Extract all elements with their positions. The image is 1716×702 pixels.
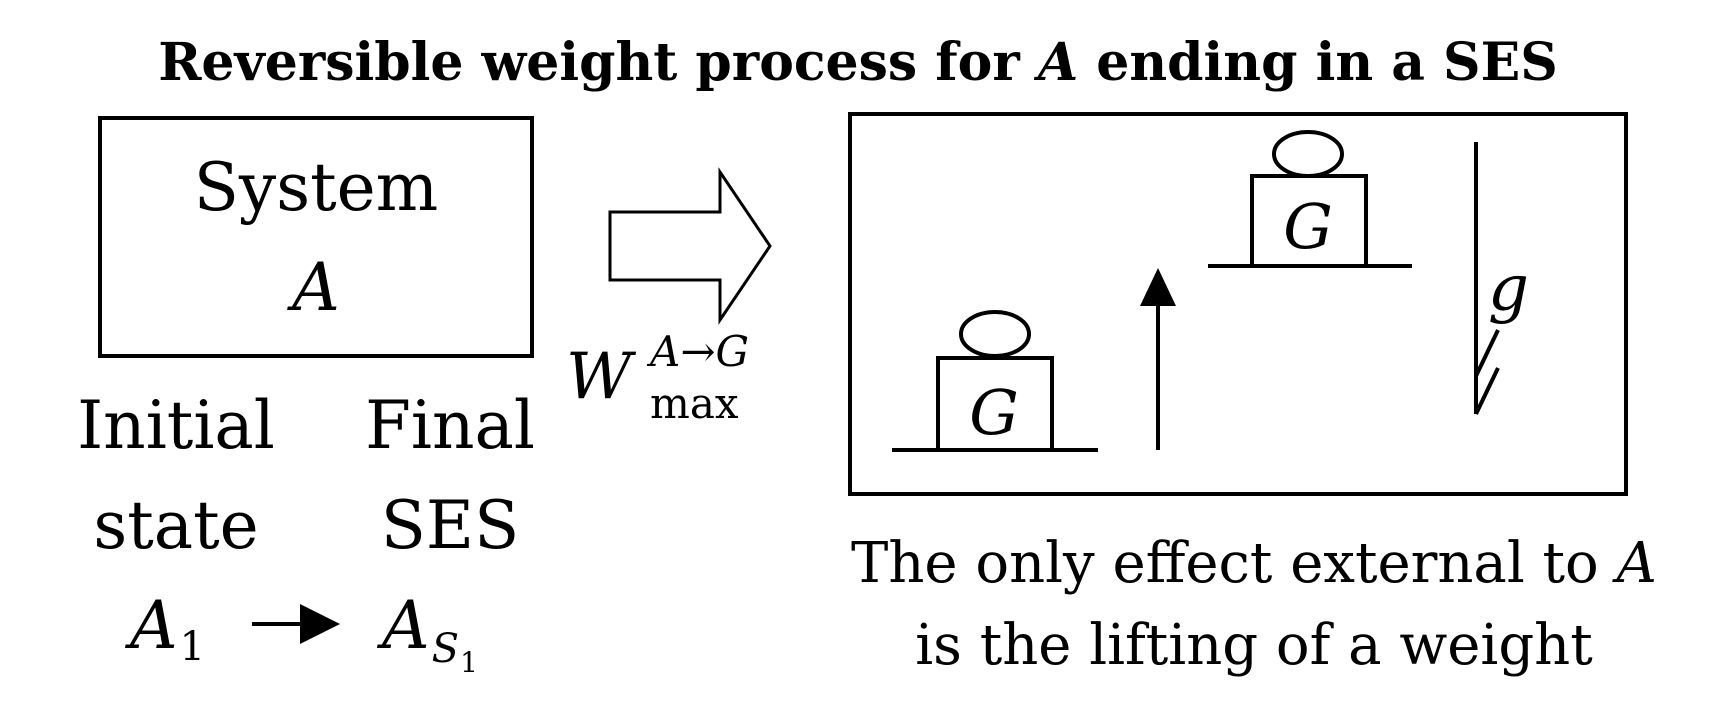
weight-low-label: G xyxy=(969,376,1019,449)
weight-high-label: G xyxy=(1283,190,1333,263)
work-superscript: A→G xyxy=(646,327,749,376)
process-arrow-icon xyxy=(608,167,772,325)
system-symbol: A xyxy=(286,249,340,326)
caption-line-2: is the lifting of a weight xyxy=(915,613,1593,678)
work-symbol: W xyxy=(566,340,637,414)
gravity-symbol: g xyxy=(1488,252,1529,326)
diagram-title: Reversible weight process for A ending i… xyxy=(158,32,1558,93)
weight-low-knob xyxy=(959,310,1031,358)
lift-arrow-head xyxy=(1140,268,1176,306)
caption-line-1: The only effect external to A xyxy=(851,531,1657,596)
final-state-label-line2: SES xyxy=(381,487,520,564)
initial-state-symbol: A1 xyxy=(124,587,205,670)
work-subscript: max xyxy=(650,379,739,428)
weight-high-knob xyxy=(1272,130,1344,178)
gravity-arrow-barb-2 xyxy=(1474,329,1500,377)
gravity-arrow-barb-1 xyxy=(1474,367,1500,415)
initial-state-label-line1: Initial xyxy=(77,387,275,464)
system-label: System xyxy=(194,149,439,226)
final-state-symbol: AS1 xyxy=(376,587,478,679)
initial-state-label-line2: state xyxy=(93,487,258,564)
environment-box xyxy=(848,112,1628,496)
system-box xyxy=(98,116,534,358)
final-state-label-line1: Final xyxy=(365,387,535,464)
